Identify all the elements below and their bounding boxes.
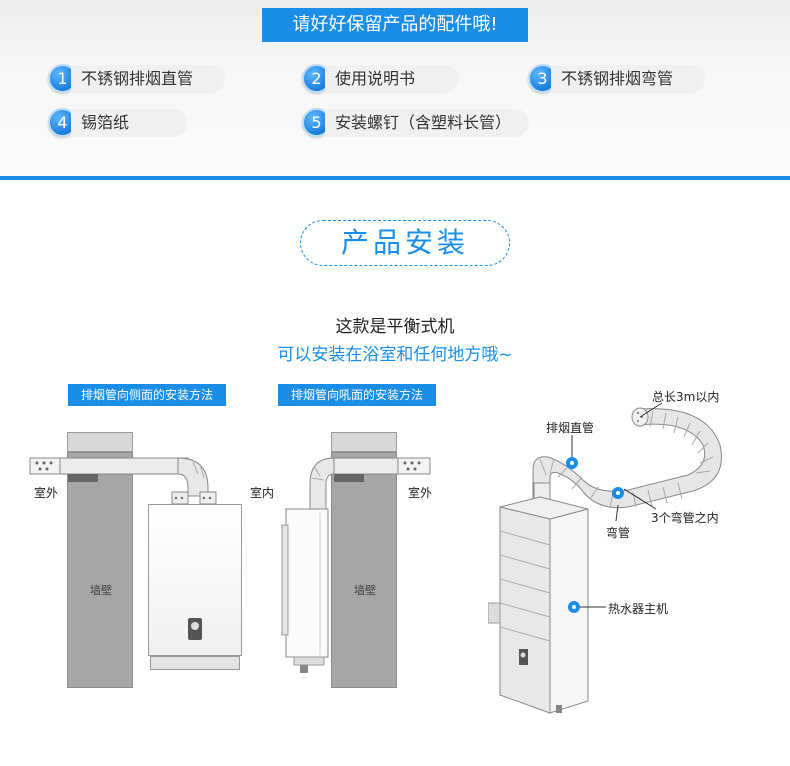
wall-cap xyxy=(331,432,397,452)
accessory-item-2: 2 使用说明书 xyxy=(302,64,459,93)
water-heater-side xyxy=(281,508,329,673)
subtitle-install-anywhere: 可以安装在浴室和任何地方哦~ xyxy=(277,345,513,365)
callout-elbow: 弯管 xyxy=(606,526,631,540)
accessory-item-4: 4 锡箔纸 xyxy=(48,108,187,137)
accessory-item-1: 1 不锈钢排烟直管 xyxy=(48,64,225,93)
accessory-item-5: 5 安装螺钉（含塑料长管） xyxy=(302,108,529,137)
accessory-label: 锡箔纸 xyxy=(71,108,187,137)
wall-label: 墙壁 xyxy=(354,584,376,597)
pipe-connectors xyxy=(171,491,217,505)
label-outside: 室外 xyxy=(408,486,433,500)
heater-3d-diagram xyxy=(488,402,722,714)
callout-elbow-limit: 3个弯管之内 xyxy=(651,511,719,525)
callout-total-length: 总长3m以内 xyxy=(652,390,720,404)
control-knob-icon xyxy=(188,618,202,640)
wall-left xyxy=(67,452,133,688)
wall-label: 墙壁 xyxy=(90,584,112,597)
label-outside: 室外 xyxy=(34,486,59,500)
label-inside: 室内 xyxy=(250,486,275,500)
wall-cap xyxy=(67,432,133,452)
section-divider xyxy=(0,176,790,180)
diagram-side-tag: 排烟管向侧面的安装方法 xyxy=(68,384,226,406)
heater-base xyxy=(150,656,240,670)
side-exhaust-pipe xyxy=(29,457,209,497)
diagram-rear-tag: 排烟管向吼面的安装方法 xyxy=(278,384,436,406)
accessories-banner: 请好好保留产品的配件哦! xyxy=(262,8,528,42)
accessory-label: 使用说明书 xyxy=(325,64,459,93)
accessory-label: 安装螺钉（含塑料长管） xyxy=(325,108,529,137)
accessory-item-3: 3 不锈钢排烟弯管 xyxy=(528,64,705,93)
accessory-label: 不锈钢排烟弯管 xyxy=(551,64,705,93)
accessory-label: 不锈钢排烟直管 xyxy=(71,64,225,93)
section-title: 产品安装 xyxy=(300,220,510,266)
rear-exhaust-pipe xyxy=(309,457,431,511)
callout-straight-pipe: 排烟直管 xyxy=(546,421,595,435)
subtitle-balanced-type: 这款是平衡式机 xyxy=(335,317,455,337)
wall-right xyxy=(331,452,397,688)
callout-main-unit: 热水器主机 xyxy=(608,602,669,616)
